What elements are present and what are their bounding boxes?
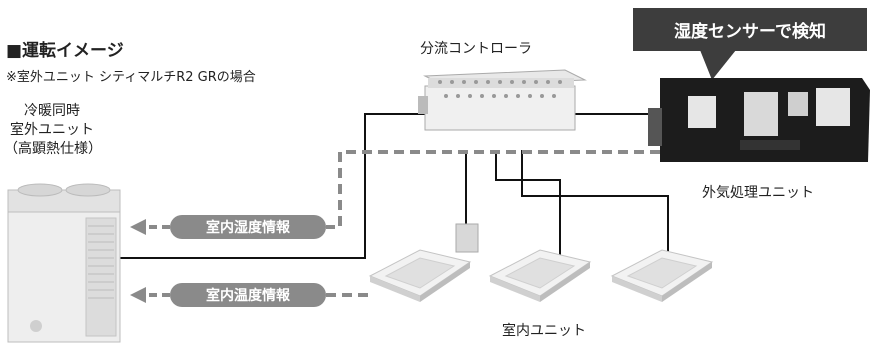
branch-controller-label: 分流コントローラ — [420, 41, 532, 57]
outdoor-unit-label-line-2: 室外ユニット — [10, 122, 94, 138]
diagram-title: ■運転イメージ — [6, 41, 124, 61]
humidity-sensor-callout: 湿度センサーで検知 — [633, 8, 867, 51]
outdoor-air-unit-image — [648, 78, 870, 162]
diagram-note: ※室外ユニット シティマルチR2 GRの場合 — [6, 70, 256, 85]
outdoor-unit-image — [7, 183, 121, 343]
refrigerant-pipes — [118, 113, 669, 259]
indoor-unit-image-3 — [610, 249, 714, 302]
indoor-unit-image-2 — [488, 249, 592, 302]
humidity-signal-line — [326, 150, 660, 229]
indoor-humidity-info-badge: 室内湿度情報 — [170, 215, 326, 239]
indoor-unit-label: 室内ユニット — [502, 323, 586, 339]
humidity-arrow-head — [130, 219, 146, 235]
outdoor-unit-label-line-3: （高顕熱仕様） — [4, 141, 102, 157]
branch-controller-image — [418, 69, 587, 131]
outdoor-unit-label-line-1: 冷暖同時 — [24, 103, 80, 119]
outdoor-unit-label: 冷暖同時 室外ユニット （高顕熱仕様） — [4, 102, 102, 159]
temperature-arrow-head — [130, 287, 146, 303]
indoor-temperature-info-badge: 室内温度情報 — [170, 283, 326, 307]
outdoor-air-unit-label: 外気処理ユニット — [702, 185, 814, 201]
indoor-unit-image-1 — [368, 223, 479, 302]
callout-pointer — [700, 50, 736, 80]
